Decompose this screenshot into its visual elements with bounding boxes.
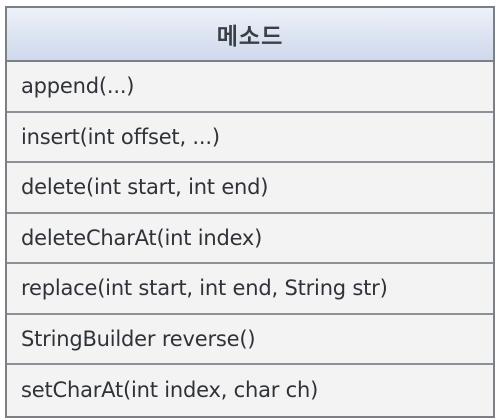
table-body: append(...) insert(int offset, ...) dele… bbox=[7, 62, 493, 416]
method-reverse: StringBuilder reverse() bbox=[21, 326, 256, 351]
table-header: 메소드 bbox=[7, 8, 493, 62]
table-row: StringBuilder reverse() bbox=[7, 314, 493, 365]
table-row: delete(int start, int end) bbox=[7, 163, 493, 214]
method-setcharat: setCharAt(int index, char ch) bbox=[21, 378, 319, 403]
method-insert: insert(int offset, ...) bbox=[21, 124, 220, 149]
method-append: append(...) bbox=[21, 74, 135, 99]
table-row: setCharAt(int index, char ch) bbox=[7, 365, 493, 416]
method-table: 메소드 append(...) insert(int offset, ...) … bbox=[5, 6, 495, 418]
method-replace: replace(int start, int end, String str) bbox=[21, 276, 388, 301]
table-row: append(...) bbox=[7, 62, 493, 113]
method-delete: delete(int start, int end) bbox=[21, 175, 269, 200]
table-row: insert(int offset, ...) bbox=[7, 112, 493, 163]
method-deletecharat: deleteCharAt(int index) bbox=[21, 225, 263, 250]
table-header-title: 메소드 bbox=[216, 24, 284, 50]
table-row: deleteCharAt(int index) bbox=[7, 213, 493, 264]
table-row: replace(int start, int end, String str) bbox=[7, 264, 493, 315]
